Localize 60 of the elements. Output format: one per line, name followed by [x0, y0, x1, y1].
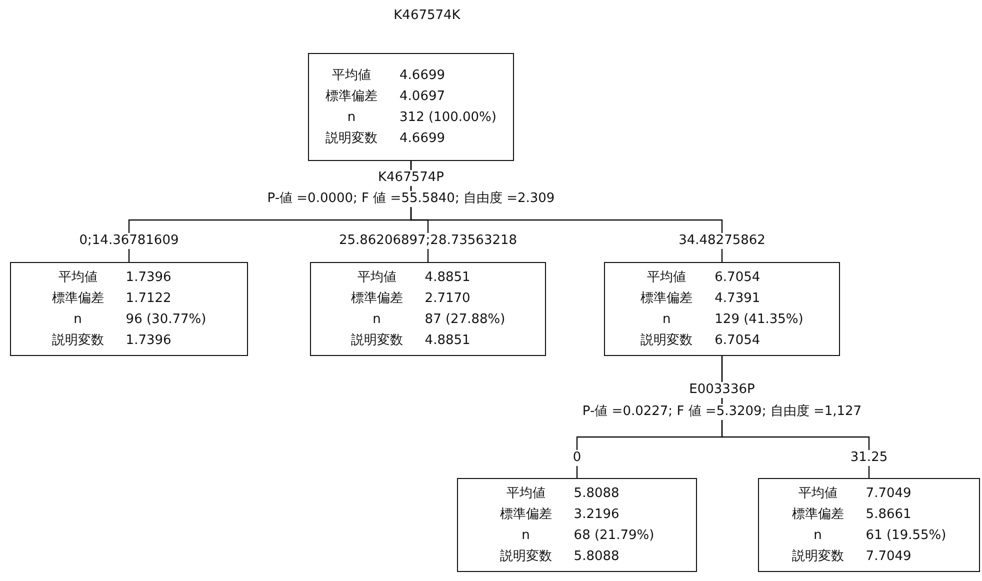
- node-box: [604, 262, 840, 356]
- edge-label: 0: [570, 450, 584, 466]
- stat-label: 説明変数: [52, 332, 104, 350]
- stat-label: n: [72, 310, 83, 328]
- stat-value: 87 (27.88%): [424, 310, 506, 328]
- stat-label: 標準偏差: [52, 290, 104, 308]
- stat-value: 5.8661: [866, 506, 912, 524]
- edge-label: 25.86206897;28.73563218: [336, 233, 520, 249]
- stat-label: 平均値: [505, 484, 546, 502]
- stat-label: 標準偏差: [350, 290, 403, 308]
- connector-line: [410, 161, 723, 262]
- stat-label: n: [520, 526, 531, 544]
- node-box: [758, 478, 980, 572]
- stat-value: 4.6699: [400, 130, 446, 148]
- stat-value: 1.7122: [126, 290, 172, 308]
- stat-value: 4.0697: [400, 88, 446, 106]
- stat-value: 129 (41.35%): [714, 310, 804, 328]
- stat-label: 平均値: [331, 66, 372, 84]
- stat-label: n: [372, 310, 382, 328]
- stat-value: 7.7049: [866, 548, 912, 566]
- stat-label: 標準偏差: [326, 88, 378, 106]
- stat-label: n: [812, 526, 823, 544]
- edge-label: 34.48275862: [676, 233, 768, 249]
- stat-label: n: [662, 310, 672, 328]
- stat-value: 61 (19.55%): [866, 526, 946, 544]
- node-box: [10, 262, 248, 356]
- node-box: [310, 262, 546, 356]
- stat-label: 平均値: [356, 268, 398, 286]
- title: K467574K: [392, 8, 462, 23]
- stat-value: 6.7054: [714, 332, 762, 350]
- stat-label: 説明変数: [792, 548, 844, 566]
- edge-label: 0;14.36781609: [77, 233, 181, 249]
- stat-value: 96 (30.77%): [126, 310, 206, 328]
- stat-value: 1.7396: [126, 332, 172, 350]
- node-box: [457, 478, 697, 572]
- stat-value: 2.7170: [424, 290, 472, 308]
- stat-value: 68 (21.79%): [574, 526, 654, 544]
- stat-value: 4.7391: [714, 290, 762, 308]
- stat-value: 4.6699: [400, 66, 446, 84]
- stat-value: 5.8088: [574, 548, 620, 566]
- stat-label: 標準偏差: [792, 506, 844, 524]
- stat-value: 6.7054: [714, 268, 762, 286]
- stat-value: 7.7049: [866, 484, 912, 502]
- stat-value: 4.8851: [424, 268, 472, 286]
- stat-label: 説明変数: [350, 332, 403, 350]
- stat-label: 説明変数: [500, 548, 552, 566]
- stat-label: 説明変数: [640, 332, 693, 350]
- stat-label: 平均値: [57, 268, 98, 286]
- stat-label: 標準偏差: [500, 506, 552, 524]
- stat-label: n: [346, 108, 357, 126]
- stat-value: 312 (100.00%): [400, 108, 496, 126]
- node-box: [308, 53, 514, 161]
- stat-label: 平均値: [646, 268, 688, 286]
- stat-label: 平均値: [797, 484, 838, 502]
- stat-value: 4.8851: [424, 332, 472, 350]
- stat-label: 標準偏差: [640, 290, 693, 308]
- stat-value: 1.7396: [126, 268, 172, 286]
- stat-value: 5.8088: [574, 484, 620, 502]
- stat-label: 説明変数: [326, 130, 378, 148]
- stat-value: 3.2196: [574, 506, 620, 524]
